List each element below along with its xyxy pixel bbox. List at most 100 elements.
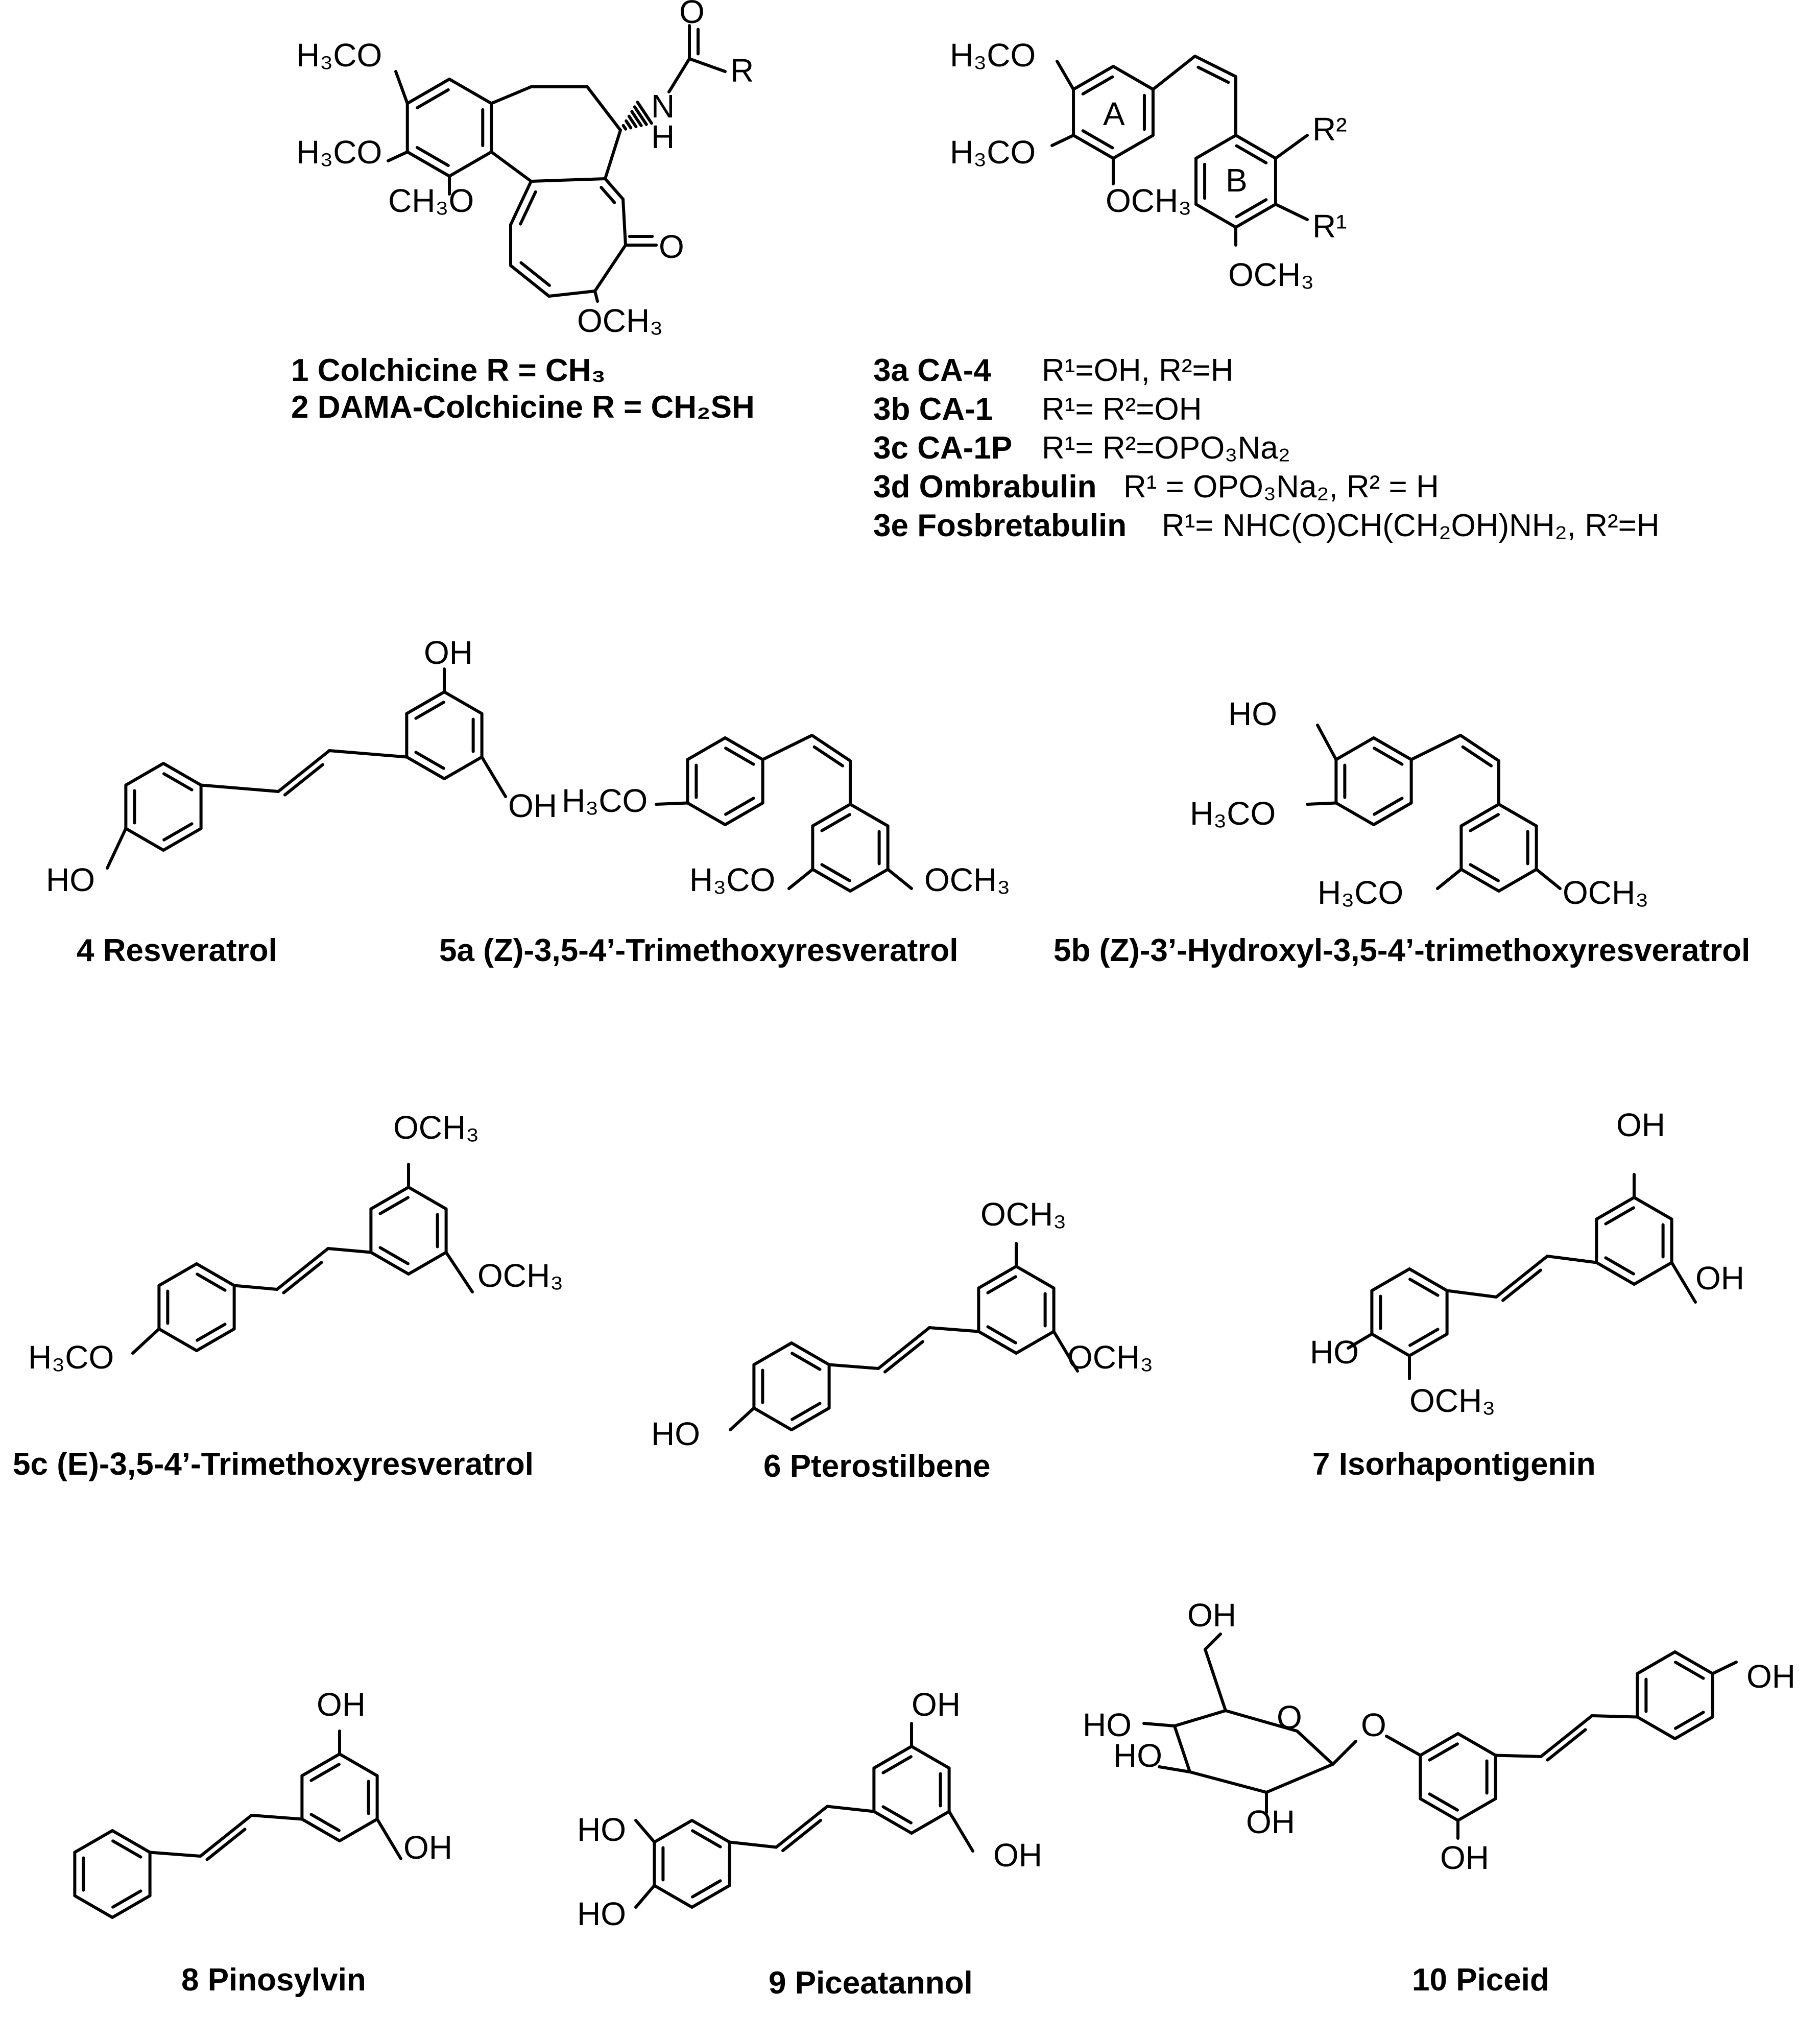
- double-bond-inner-line: [309, 1813, 341, 1832]
- vinyl-bond: [827, 1363, 880, 1370]
- c5b-3prime-hydroxyl: HO: [1228, 695, 1277, 732]
- pterostilbene-dimethoxy-ring-bond: [1015, 1265, 1056, 1290]
- double-bond-inner-line: [1674, 1711, 1705, 1730]
- colchicine-ketone-oxygen: O: [659, 228, 684, 265]
- c5a-dimethoxy-ring-bond: [849, 868, 890, 893]
- caption-piceid: 10 Piceid: [1412, 1962, 1549, 1998]
- caption-resveratrol: 4 Resveratrol: [77, 933, 277, 968]
- colchicine-stereo-hash: [625, 119, 633, 130]
- c5b-dimethoxy-ring-bond: [1459, 868, 1500, 893]
- double-bond-inner-line: [414, 701, 445, 720]
- c5a-dimethoxy-ring-bond: [849, 803, 890, 828]
- isorhapontigenin-resorcinol-ring-bond: [1633, 1261, 1673, 1286]
- glycosidic-oxygen: O: [1361, 1707, 1386, 1743]
- colchicine-ring-a-bond: [405, 78, 451, 105]
- caption-3e-name: 3e Fosbretabulin: [873, 508, 1127, 543]
- resveratrol-phenol-ring-bond: [162, 762, 203, 787]
- caption-isorhapontigenin: 7 Isorhapontigenin: [1312, 1447, 1596, 1482]
- double-bond-inner-line: [519, 261, 551, 287]
- vinyl-bond: [1590, 1714, 1639, 1719]
- cis-vinyl-bond: [1409, 734, 1462, 761]
- substituent-bond: [1274, 203, 1309, 221]
- hydroxyl-bond: [1316, 724, 1338, 761]
- hydroxyl-bond: [947, 1810, 974, 1853]
- combretastatin-ring-b-bond: [1234, 203, 1277, 229]
- pinosylvin-resorcinol-ring-bond: [338, 1752, 379, 1778]
- vinyl-bond: [328, 749, 409, 759]
- piceid-phenol-ring-bond: [1636, 1650, 1677, 1675]
- cis-vinyl-double-bond: [1193, 55, 1237, 78]
- methoxy-bond: [655, 801, 689, 806]
- piceid-5-hydroxyl: OH: [1440, 1839, 1489, 1876]
- double-bond-inner-line: [1674, 1661, 1705, 1680]
- isorhapontigenin-3-hydroxyl: OH: [1616, 1107, 1665, 1143]
- resveratrol-phenol-ring-bond: [124, 762, 165, 787]
- vinyl-bond: [1445, 1289, 1498, 1299]
- double-bond-inner-line: [724, 747, 755, 766]
- colchicine-c10-methoxy: OCH₃: [577, 302, 663, 339]
- double-bond-inner-line: [162, 772, 194, 791]
- piceatannol-resorcinol-ring-bond: [872, 1810, 913, 1835]
- c5a-5-methoxy: OCH₃: [924, 861, 1010, 898]
- double-bond-inner-line: [1604, 1206, 1635, 1226]
- c5c-anisole-ring-bond: [195, 1327, 236, 1352]
- colchicine-c2-methoxy: H₃CO: [296, 134, 382, 171]
- double-bond-inner-line: [600, 186, 616, 204]
- c5c-4prime-methoxy: H₃CO: [28, 1339, 114, 1376]
- double-bond-inner-line: [781, 1818, 822, 1853]
- piceid-phenol-ring-bond: [1673, 1715, 1714, 1740]
- isorhapontigenin-guaiacol-ring-bond: [1370, 1267, 1411, 1292]
- c5b-guaiacol-ring-bond: [1334, 801, 1375, 826]
- glucose-ch2oh-bond: [1204, 1648, 1227, 1712]
- hydroxyl-bond: [729, 1406, 756, 1431]
- piceatannol-3-hydroxyl: OH: [912, 1686, 961, 1723]
- resveratrol-resorcinol-ring-bond: [443, 690, 484, 715]
- double-bond-inner-line: [820, 863, 851, 882]
- pterostilbene-4prime-hydroxyl: HO: [651, 1415, 700, 1452]
- colchicine-c-ring-bond: [604, 177, 625, 201]
- isorhapontigenin-guaiacol-ring-bond: [1370, 1332, 1411, 1357]
- caption-pterostilbene: 6 Pterostilbene: [763, 1449, 990, 1484]
- vinyl-double-bond: [1539, 1714, 1594, 1758]
- glucose-ring-bond: [1296, 1730, 1334, 1766]
- double-bond-inner-line: [378, 1246, 410, 1265]
- piceatannol-catechol-ring-bond: [653, 1884, 693, 1909]
- pinosylvin-5-hydroxyl: OH: [403, 1829, 452, 1866]
- double-bond-inner-line: [1546, 1728, 1587, 1762]
- c5c-anisole-ring-bond: [157, 1262, 198, 1287]
- vinyl-double-bond: [1495, 1255, 1549, 1299]
- double-bond-inner-line: [1235, 144, 1268, 164]
- colchicine-c-ring-bond: [509, 264, 550, 298]
- c5b-dimethoxy-ring-bond: [1459, 803, 1500, 828]
- ring-b-para-methoxy: OCH₃: [1228, 256, 1314, 293]
- colchicine-amide-hydrogen: H: [651, 118, 675, 155]
- pterostilbene-phenol-ring-bond: [790, 1341, 831, 1366]
- caption-3c-substituents: R¹= R²=OPO₃Na₂: [1042, 430, 1290, 466]
- caption-pinosylvin: 8 Pinosylvin: [181, 1962, 366, 1998]
- resveratrol-4prime-hydroxyl: HO: [46, 861, 95, 898]
- hydroxyl-bond: [634, 1884, 656, 1909]
- double-bond-inner-line: [519, 190, 537, 226]
- double-bond-inner-line: [986, 1275, 1017, 1294]
- caption-5b: 5b (Z)-3’-Hydroxyl-3,5-4’-trimethoxyresv…: [1053, 933, 1750, 968]
- c5a-anisole-ring-bond: [724, 801, 764, 826]
- caption-3d-substituents: R¹ = OPO₃Na₂, R² = H: [1123, 469, 1439, 505]
- resveratrol-resorcinol-ring-bond: [405, 755, 446, 780]
- hydroxyl-bond: [1711, 1661, 1738, 1675]
- ring-b-label: B: [1226, 162, 1248, 199]
- glucose-ring-bond: [1224, 1709, 1299, 1733]
- r2-substituent: R²: [1312, 111, 1347, 148]
- caption-dama-colchicine: 2 DAMA-Colchicine R = CH₂SH: [291, 390, 755, 425]
- double-bond-inner-line: [196, 1323, 227, 1342]
- glucose-ch2oh-bond: [1204, 1632, 1222, 1651]
- methoxy-bond: [1535, 868, 1562, 890]
- pinosylvin-resorcinol-ring-bond: [300, 1817, 341, 1842]
- resveratrol-phenol-ring-bond: [124, 827, 165, 852]
- double-bond-inner-line: [1373, 747, 1404, 766]
- r1-substituent: R¹: [1312, 208, 1347, 245]
- cis-vinyl-bond: [761, 734, 813, 761]
- resveratrol-resorcinol-ring-bond: [405, 690, 446, 715]
- double-bond-inner-line: [883, 1340, 924, 1374]
- colchicine-b-ring-bond: [490, 85, 533, 105]
- vinyl-bond: [1494, 1754, 1543, 1758]
